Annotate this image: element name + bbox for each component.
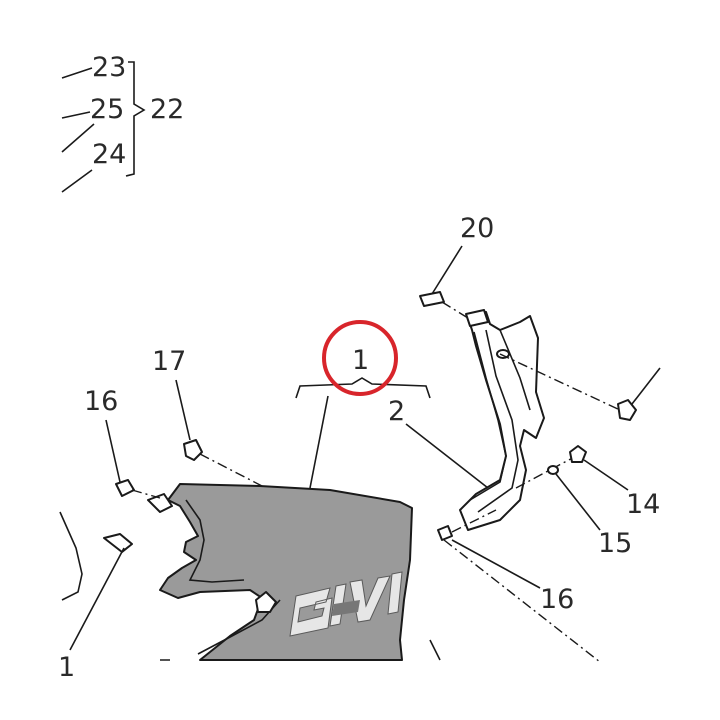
- leader-23: [61, 67, 93, 79]
- axis-16-left: [131, 489, 161, 499]
- clip-16-right: [437, 525, 453, 541]
- part-16-left: 16: [84, 386, 161, 499]
- leader-partial: [69, 547, 125, 651]
- bracket-tab: [465, 309, 489, 327]
- part-group-22: 23 25 22 24: [61, 52, 184, 193]
- bracket-edge-3: [499, 329, 531, 411]
- panel-base-lines: [160, 639, 441, 661]
- clip-16-left: [115, 479, 135, 497]
- label-14: 14: [626, 489, 660, 520]
- leader-2: [405, 423, 489, 489]
- group-bracket-1: [295, 377, 431, 399]
- part-2-bracket: 2: [388, 309, 545, 531]
- partial-insert: [103, 533, 133, 553]
- label-17: 17: [152, 346, 186, 377]
- panel-tab: [147, 493, 173, 513]
- givi-logo: [289, 571, 403, 637]
- label-1: 1: [352, 345, 369, 376]
- panel-inner-edge: [185, 499, 245, 583]
- logo-letter-i2: [387, 571, 403, 615]
- label-1-partial: 1: [58, 652, 75, 683]
- label-25: 25: [90, 94, 124, 125]
- logo-letter-g: [289, 587, 333, 637]
- washer-15: [547, 465, 559, 475]
- bracket-edge-1: [469, 331, 507, 501]
- leader-screw-upper: [631, 367, 661, 405]
- logo-letter-v: [349, 575, 391, 623]
- highlight-circle: [322, 320, 398, 396]
- screw-upper: [499, 353, 661, 421]
- label-20: 20: [460, 213, 494, 244]
- axis-14-15: [515, 453, 581, 489]
- label-22: 22: [150, 94, 184, 125]
- label-24: 24: [92, 139, 126, 170]
- bracket-hole: [496, 349, 510, 359]
- leader-16-right: [451, 539, 541, 589]
- part-1-panel: 1: [147, 320, 441, 661]
- axis-screw-upper: [499, 353, 621, 411]
- group-bracket: [125, 61, 146, 177]
- panel-body: [159, 483, 413, 661]
- part-1-partial: 1: [58, 511, 133, 683]
- leader-20: [431, 245, 463, 295]
- leader-24: [61, 169, 93, 193]
- parts-14-15: 14 15: [515, 445, 660, 559]
- leader-25b: [61, 123, 95, 153]
- leader-17: [175, 379, 191, 441]
- leader-16-left: [105, 419, 121, 483]
- label-15: 15: [598, 528, 632, 559]
- leader-25: [61, 111, 91, 119]
- screw-upper-head: [617, 399, 637, 421]
- clip-20: [419, 291, 445, 307]
- axis-16-right-down: [443, 539, 601, 663]
- label-2: 2: [388, 396, 405, 427]
- axis-17: [199, 453, 263, 487]
- bracket-edge-2: [477, 329, 519, 513]
- part-17: 17: [152, 346, 263, 487]
- axis-20: [441, 301, 469, 319]
- screw-14: [569, 445, 587, 463]
- leader-1: [309, 395, 329, 489]
- grommet-17: [183, 439, 203, 461]
- part-20: 20: [419, 213, 494, 319]
- partial-outline: [59, 511, 83, 601]
- leader-14: [583, 459, 629, 491]
- label-16-left: 16: [84, 386, 118, 417]
- part-16-right: 16: [437, 509, 601, 663]
- axis-16-right: [451, 509, 497, 533]
- leader-15: [555, 473, 601, 531]
- label-23: 23: [92, 52, 126, 83]
- bracket-body: [459, 311, 545, 531]
- label-16-right: 16: [540, 584, 574, 615]
- logo-bar: [332, 600, 360, 616]
- panel-clip: [255, 591, 277, 613]
